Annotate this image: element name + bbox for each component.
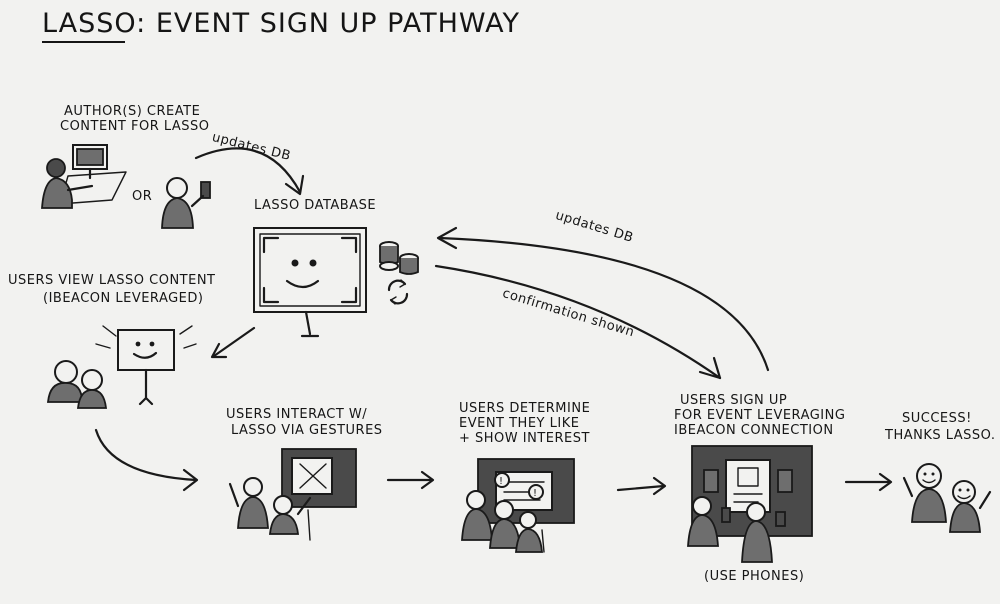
arrowhead-to-users-view	[210, 342, 228, 359]
arrowhead-to-interact-stage	[182, 468, 199, 492]
arrowhead-updates-db-top	[284, 174, 305, 196]
determine-label-line1: USERS DETERMINE	[459, 401, 591, 416]
arrowhead-determine-to-signup	[652, 476, 667, 496]
signup-event-scene	[687, 445, 813, 563]
users-view-kiosk-figure	[47, 325, 197, 409]
signup-label-line1: USERS SIGN UP	[680, 393, 788, 408]
success-label-line2: THANKS LASSO.	[885, 428, 996, 443]
arrowhead-interact-to-determine	[420, 470, 435, 490]
users-view-label-line2: (IBEACON LEVERAGED)	[43, 291, 204, 306]
title-underline	[42, 41, 125, 43]
arrow-confirmation-shown	[434, 264, 722, 380]
authors-label-line1: AUTHOR(S) CREATE	[64, 104, 201, 119]
svg-text:!: !	[533, 488, 537, 499]
happy-users-figure	[902, 463, 992, 533]
author-at-computer-figure	[41, 144, 127, 209]
interact-label-line1: USERS INTERACT W/	[226, 407, 368, 422]
determine-label-line2: EVENT THEY LIKE	[459, 416, 580, 431]
or-label: OR	[132, 189, 153, 204]
author-with-phone-figure	[161, 177, 211, 229]
diagram-title: LASSO: EVENT SIGN UP PATHWAY	[42, 8, 520, 39]
interact-gestures-scene	[228, 448, 357, 541]
arrow-to-users-view	[212, 326, 256, 358]
sync-icon	[387, 279, 409, 305]
lasso-database-label: LASSO DATABASE	[254, 198, 377, 213]
signup-label-line2: FOR EVENT LEVERAGING	[674, 408, 846, 423]
arrowhead-updates-db-right	[436, 226, 458, 250]
success-label-line1: SUCCESS!	[902, 411, 972, 426]
authors-label-line2: CONTENT FOR LASSO	[60, 119, 210, 134]
use-phones-label: (USE PHONES)	[704, 569, 805, 584]
arrow-updates-db-right	[438, 236, 770, 372]
arrow-to-interact-stage	[94, 428, 198, 482]
svg-text:!: !	[499, 476, 503, 487]
arrow-determine-to-signup	[616, 484, 666, 492]
lasso-database-display	[253, 227, 367, 338]
determine-label-line3: + SHOW INTEREST	[459, 431, 590, 446]
determine-event-scene: ! !	[461, 458, 575, 553]
signup-label-line3: IBEACON CONNECTION	[674, 423, 834, 438]
arrow-updates-db-top	[194, 147, 302, 194]
users-view-label-line1: USERS VIEW LASSO CONTENT	[8, 273, 216, 288]
arrowhead-signup-to-success	[878, 472, 893, 492]
arrowhead-confirmation-shown	[698, 356, 722, 380]
interact-label-line2: LASSO VIA GESTURES	[231, 423, 383, 438]
database-cylinders-icon	[379, 241, 419, 275]
